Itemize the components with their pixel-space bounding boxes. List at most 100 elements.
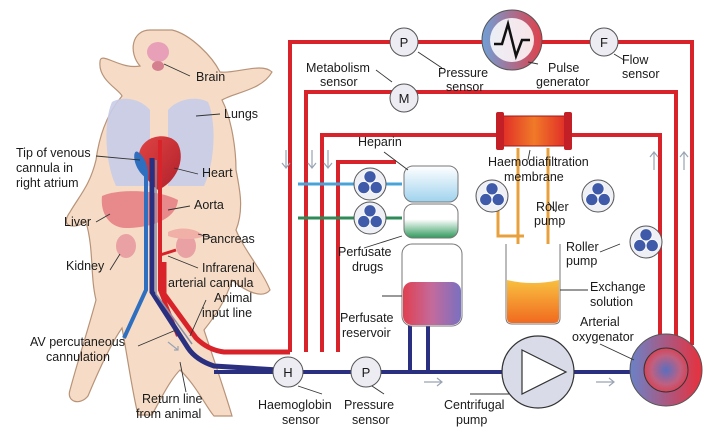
pressure-symbol-top: P [400, 35, 409, 50]
label-av-cannulation-2: cannulation [46, 350, 110, 364]
leader-lines [95, 51, 635, 395]
label-lungs: Lungs [224, 107, 258, 121]
arterial-oxygenator [629, 333, 703, 407]
kidney-left [116, 234, 136, 258]
label-perfusate-drugs-1: Perfusate [338, 245, 392, 259]
label-liver: Liver [64, 215, 91, 229]
perfusate-reservoir [401, 243, 463, 327]
roller-pump-center-right-roller-3 [585, 193, 599, 207]
haemoglobin-sensor: H [272, 356, 304, 388]
label-infrarenal-2: arterial cannula [168, 276, 254, 290]
label-animal-input-2: input line [202, 306, 252, 320]
label-roller-center-1: Roller [536, 200, 569, 214]
roller-pump-center-left-roller-2 [491, 193, 505, 207]
roller-pump-center-right-roller-1 [591, 182, 605, 196]
pressure-sensor-bottom: P [350, 356, 382, 388]
pulse-waveform-icon [494, 19, 530, 61]
metabolism-sensor: M [389, 83, 419, 113]
flow-sensor: F [589, 27, 619, 57]
label-tip-venous-1: Tip of venous [16, 146, 91, 160]
drugs-container [403, 203, 459, 239]
label-tip-venous-2: cannula in [16, 161, 73, 175]
roller-pump-center-right-roller-2 [597, 193, 611, 207]
label-roller-right-2: pump [566, 254, 597, 268]
roller-pump-heparin-roller-2 [369, 181, 383, 195]
label-perfusate-drugs-2: drugs [352, 260, 383, 274]
roller-pump-right-roller-1 [639, 228, 653, 242]
pressure-sensor-top: P [389, 27, 419, 57]
roller-pump-drugs-roller-3 [357, 215, 371, 229]
label-haemoglobin-1: Haemoglobin [258, 398, 332, 412]
label-roller-right-1: Roller [566, 240, 599, 254]
label-oxygenator-1: Arterial [580, 315, 620, 329]
roller-pump-center-left-roller-1 [485, 182, 499, 196]
haemodiafiltration-membrane [496, 112, 572, 150]
label-centrifugal-1: Centrifugal [444, 398, 504, 412]
flow-arrows [167, 150, 689, 387]
label-return-line-2: from animal [136, 407, 201, 421]
heparin-container [403, 165, 459, 203]
haemoglobin-symbol: H [283, 365, 292, 380]
label-tip-venous-3: right atrium [16, 176, 79, 190]
flow-symbol: F [600, 35, 608, 50]
label-pressure-top-1: Pressure [438, 66, 488, 80]
kidney-right [176, 234, 196, 258]
label-pulse-1: Pulse [548, 61, 579, 75]
exchange-solution-beaker [505, 244, 561, 325]
roller-pump-center-left-roller-3 [479, 193, 493, 207]
label-oxygenator-2: oxygenator [572, 330, 634, 344]
roller-pump-center-right [581, 179, 615, 213]
return-line-cannula [149, 158, 279, 373]
roller-pump-center-left [475, 179, 509, 213]
label-haemodiafiltration-1: Haemodiafiltration [488, 155, 589, 169]
device-labels: Metabolism sensor Pressure sensor Pulse … [258, 53, 660, 427]
label-infrarenal-1: Infrarenal [202, 261, 255, 275]
label-perfusate-reservoir-1: Perfusate [340, 311, 394, 325]
centrifugal-pump [501, 335, 575, 409]
roller-pump-right [629, 225, 663, 259]
animal-figure [65, 29, 290, 417]
label-return-line-1: Return line [142, 392, 202, 406]
label-animal-input-1: Animal [214, 291, 252, 305]
label-pressure-bottom-1: Pressure [344, 398, 394, 412]
pressure-symbol-bottom: P [362, 365, 371, 380]
pulse-generator [481, 9, 543, 71]
roller-pump-right-roller-2 [645, 239, 659, 253]
roller-pump-heparin-roller-1 [363, 170, 377, 184]
roller-pump-drugs-roller-2 [369, 215, 383, 229]
pump-triangle-icon [521, 349, 568, 395]
roller-pump-drugs [353, 201, 387, 235]
vena-cava [122, 170, 148, 339]
label-pulse-2: generator [536, 75, 590, 89]
arterial-input-cannula [161, 262, 290, 355]
roller-pump-drugs-roller-1 [363, 204, 377, 218]
label-perfusate-reservoir-2: reservoir [342, 326, 391, 340]
label-roller-center-2: pump [534, 214, 565, 228]
brain-organ [147, 42, 169, 62]
label-metabolism-1: Metabolism [306, 61, 370, 75]
label-heart: Heart [202, 166, 233, 180]
label-heparin: Heparin [358, 135, 402, 149]
label-exchange-1: Exchange [590, 280, 646, 294]
lungs-organ [106, 98, 214, 186]
roller-pump-heparin [353, 167, 387, 201]
label-centrifugal-2: pump [456, 413, 487, 427]
label-av-cannulation-1: AV percutaneous [30, 335, 125, 349]
label-pressure-bottom-2: sensor [352, 413, 390, 427]
label-exchange-2: solution [590, 295, 633, 309]
label-metabolism-2: sensor [320, 75, 358, 89]
roller-pump-heparin-roller-3 [357, 181, 371, 195]
label-flow-1: Flow [622, 53, 649, 67]
metabolism-symbol: M [399, 91, 410, 106]
label-haemoglobin-2: sensor [282, 413, 320, 427]
label-flow-2: sensor [622, 67, 660, 81]
label-brain: Brain [196, 70, 225, 84]
label-pancreas: Pancreas [202, 232, 255, 246]
label-haemodiafiltration-2: membrane [504, 170, 564, 184]
roller-pump-right-roller-3 [633, 239, 647, 253]
anatomy-labels: Brain Lungs Tip of venous cannula in rig… [16, 70, 258, 421]
label-aorta: Aorta [194, 198, 224, 212]
label-pressure-top-2: sensor [446, 80, 484, 94]
label-kidney: Kidney [66, 259, 105, 273]
